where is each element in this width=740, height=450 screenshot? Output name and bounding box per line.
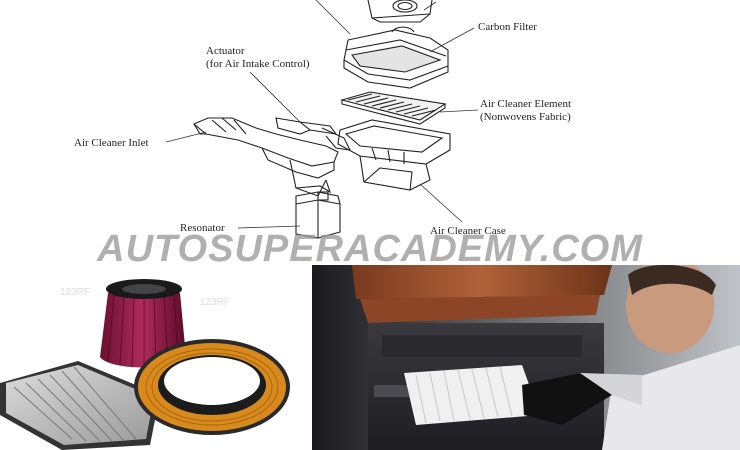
top-cover-part [367, 0, 433, 23]
air-cleaner-case-part [337, 119, 451, 191]
leader-lines [165, 0, 479, 229]
actuator-sublabel: (for Air Intake Control) [206, 58, 310, 70]
actuator-label: Actuator [206, 45, 245, 57]
svg-text:123RF: 123RF [200, 297, 230, 308]
carbon-filter-label: Carbon Filter [478, 21, 537, 33]
panel-filter [0, 361, 160, 450]
dashboard-wood-trim [352, 265, 612, 323]
cone-filter [100, 279, 186, 368]
svg-text:123RF: 123RF [60, 287, 90, 298]
cabin-filter-replacement-photo [312, 265, 740, 450]
resonator-label: Resonator [180, 222, 225, 234]
air-intake-exploded-diagram: Carbon Filter Actuator (for Air Intake C… [74, 0, 571, 239]
air-cleaner-element-sublabel: (Nonwovens Fabric) [480, 111, 571, 123]
mechanic [522, 265, 740, 450]
air-filters-photo: 123RF 123RF [0, 265, 310, 450]
air-cleaner-element-label: Air Cleaner Element [480, 98, 571, 110]
watermark-123rf: 123RF 123RF [60, 287, 230, 308]
round-filter [134, 339, 290, 435]
air-cleaner-case-label: Air Cleaner Case [430, 225, 506, 237]
cabin-air-filter [404, 365, 540, 425]
air-cleaner-inlet-part [192, 117, 339, 197]
actuator-part [275, 117, 351, 151]
air-cleaner-element-part [339, 91, 447, 125]
air-cleaner-inlet-label: Air Cleaner Inlet [74, 137, 149, 149]
site-watermark: AUTOSUPERACADEMY.COM [97, 228, 643, 270]
resonator-part [295, 191, 341, 239]
carbon-filter-part [343, 26, 449, 89]
